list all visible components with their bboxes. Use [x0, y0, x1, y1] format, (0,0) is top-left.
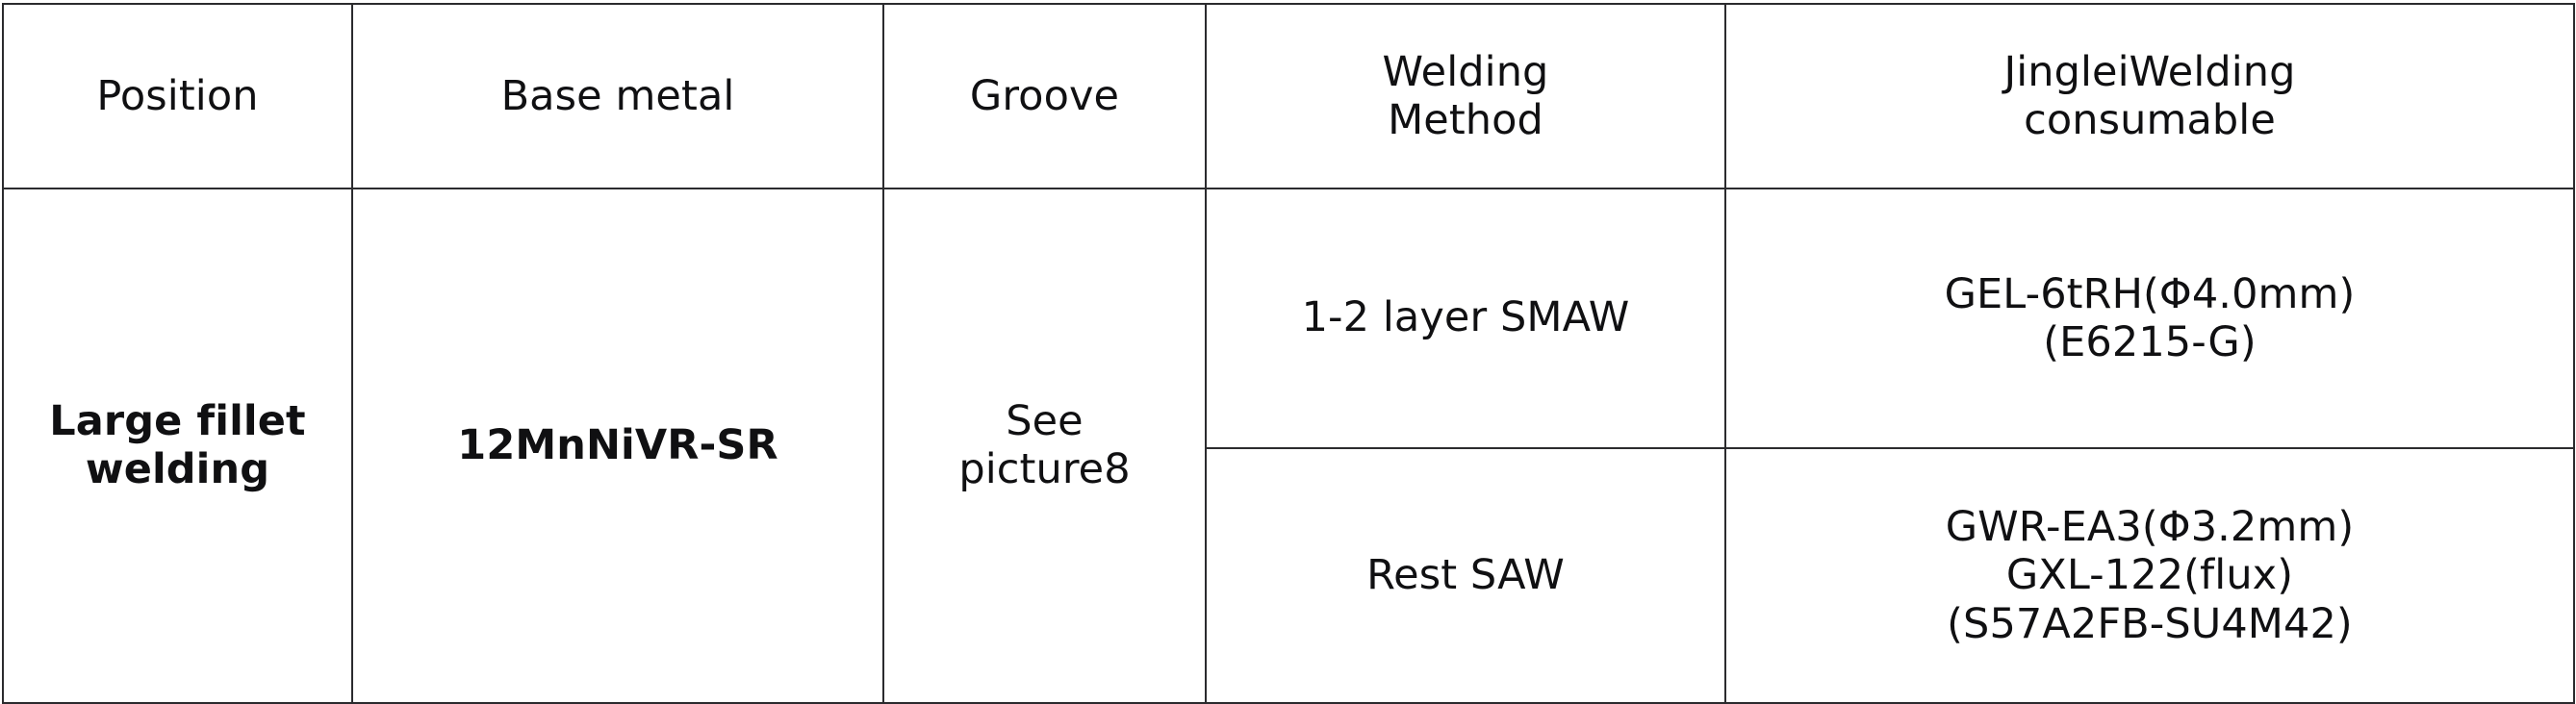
- consumable-1-line2: (E6215-G): [2043, 318, 2257, 366]
- position-value-line2: welding: [85, 444, 270, 493]
- table-header-row: Position Base metal Groove Welding: [2, 3, 2575, 189]
- header-label-consumable-line2: consumable: [2024, 96, 2276, 144]
- header-label-welding-method-line2: Method: [1388, 96, 1543, 144]
- header-label-position: Position: [96, 71, 259, 120]
- header-label-welding-method-line1: Welding: [1382, 47, 1549, 96]
- table-row: Large fillet welding 12MnNiVR-SR See pic…: [2, 188, 2575, 704]
- cell-welding-method-1: 1-2 layer SMAW: [1205, 188, 1726, 449]
- consumable-2-line1: GWR-EA3(Φ3.2mm): [1945, 503, 2355, 552]
- header-label-consumable-line1: JingleiWelding: [2003, 47, 2296, 96]
- header-cell-groove: Groove: [882, 3, 1207, 189]
- position-value-line1: Large fillet: [49, 397, 306, 446]
- cell-base-metal-value: 12MnNiVR-SR: [351, 188, 884, 704]
- cell-position-value: Large fillet welding: [2, 188, 353, 704]
- table-row: Rest SAW GWR-EA3(Φ3.2mm) GXL-122(flux) (…: [3, 447, 2575, 704]
- welding-parameters-table: Position Base metal Groove Welding: [2, 3, 2575, 704]
- header-label-groove: Groove: [969, 71, 1120, 120]
- consumable-2-line2: GXL-122(flux): [2005, 551, 2294, 600]
- groove-value-line2: picture8: [958, 444, 1131, 493]
- consumable-1-line1: GEL-6tRH(Φ4.0mm): [1944, 269, 2356, 318]
- groove-value-line1: See: [1006, 397, 1084, 446]
- cell-consumable-1: GEL-6tRH(Φ4.0mm) (E6215-G): [1724, 188, 2575, 449]
- cell-groove-value: See picture8: [882, 188, 1207, 704]
- header-cell-consumable: JingleiWelding consumable: [1724, 3, 2575, 189]
- header-cell-base-metal: Base metal: [351, 3, 884, 189]
- header-label-base-metal: Base metal: [500, 71, 735, 120]
- welding-method-value-2: Rest SAW: [1366, 550, 1565, 599]
- cell-consumable-2: GWR-EA3(Φ3.2mm) GXL-122(flux) (S57A2FB-S…: [1724, 447, 2575, 704]
- header-cell-position: Position: [2, 3, 353, 189]
- welding-method-value-1: 1-2 layer SMAW: [1301, 293, 1630, 342]
- header-cell-welding-method: Welding Method: [1205, 3, 1726, 189]
- cell-welding-method-2: Rest SAW: [1205, 447, 1726, 704]
- base-metal-value: 12MnNiVR-SR: [457, 420, 778, 469]
- consumable-2-line3: (S57A2FB-SU4M42): [1947, 599, 2353, 648]
